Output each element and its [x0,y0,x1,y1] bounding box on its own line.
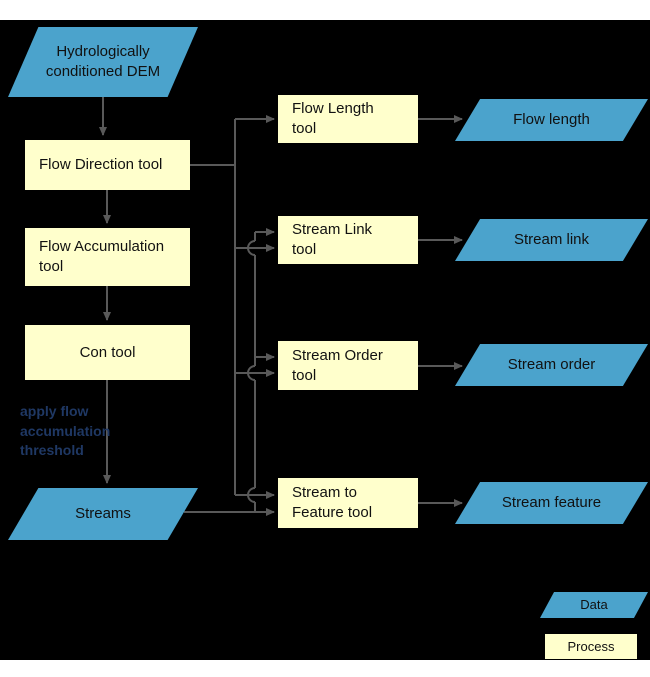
legend-data-shape: Data [540,592,648,618]
node-stream-link-label: Stream link [513,231,590,249]
node-stream-to-feature-tool: Stream to Feature tool [278,478,418,528]
node-stream-order-label: Stream order [507,356,596,374]
legend-process-shape: Process [545,634,637,659]
node-flow-accumulation-tool-label: Flow Accumulation tool [39,238,165,275]
node-flow-length-tool: Flow Length tool [278,95,418,143]
node-stream-link-tool-label: Stream Link tool [292,221,373,258]
node-streams: Streams [8,488,198,540]
node-flow-direction-tool-label: Flow Direction tool [39,156,163,174]
legend-process-label: Process [567,638,615,654]
node-dem-label: Hydrologically conditioned DEM [45,43,161,80]
node-stream-to-feature-tool-label: Stream to Feature tool [292,484,373,521]
node-con-tool: Con tool [25,325,190,380]
node-streams-label: Streams [75,505,131,523]
node-dem: Hydrologically conditioned DEM [8,27,198,97]
node-flow-length-label: Flow length [513,111,590,129]
node-stream-link: Stream link [455,219,648,261]
node-flow-length: Flow length [455,99,648,141]
legend-data-label: Data [580,597,608,613]
node-flow-accumulation-tool: Flow Accumulation tool [25,228,190,286]
node-stream-order-tool: Stream Order tool [278,341,418,390]
node-flow-length-tool-label: Flow Length tool [292,100,374,137]
node-stream-link-tool: Stream Link tool [278,216,418,264]
node-stream-feature: Stream feature [455,482,648,524]
node-stream-order: Stream order [455,344,648,386]
node-con-tool-label: Con tool [79,343,136,361]
annotation-text: apply flow accumulation threshold [20,403,111,459]
node-flow-direction-tool: Flow Direction tool [25,140,190,190]
node-stream-feature-label: Stream feature [501,494,602,512]
node-stream-order-tool-label: Stream Order tool [292,346,383,384]
